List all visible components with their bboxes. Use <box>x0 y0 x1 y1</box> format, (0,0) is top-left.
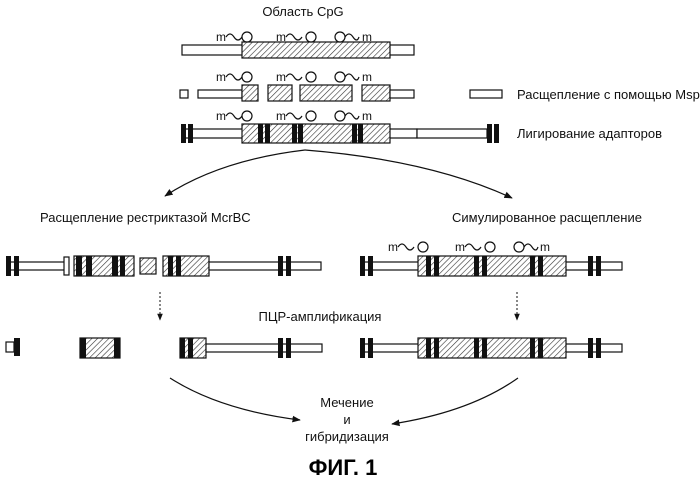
split-arrow-left <box>165 150 305 196</box>
figure-label: ФИГ. 1 <box>309 455 378 480</box>
labeling-line-3: гибридизация <box>305 429 389 444</box>
adapter-ligation-label: Лигирование адапторов <box>517 126 662 141</box>
methyl-label: m <box>276 70 286 84</box>
cpg-region-fragment <box>182 42 414 58</box>
mspi-digestion-label: Расщепление с помощью MspI <box>517 87 700 102</box>
methyl-label: m <box>276 30 286 44</box>
ligated-fragments <box>181 124 499 143</box>
methyl-label: m <box>455 240 465 254</box>
mock-digested-fragment <box>360 256 622 276</box>
pcr-amplification-label: ПЦР-амплификация <box>259 309 382 324</box>
split-arrow-right <box>305 150 512 198</box>
methyl-label: m <box>362 30 372 44</box>
labeling-line-1: Мечение <box>320 395 373 410</box>
methyl-label: m <box>216 30 226 44</box>
merge-arrow-left <box>170 378 300 420</box>
amplified-products-left <box>6 338 322 358</box>
merge-arrow-right <box>392 378 518 424</box>
mspi-fragments <box>180 85 502 101</box>
mcrbc-digestion-label: Расщепление рестриктазой McrBC <box>40 210 251 225</box>
methyl-label: m <box>362 70 372 84</box>
methyl-label: m <box>540 240 550 254</box>
methyl-label: m <box>216 109 226 123</box>
methyl-marks-mock: m m m <box>388 240 550 254</box>
methyl-label: m <box>362 109 372 123</box>
methyl-label: m <box>276 109 286 123</box>
methyl-marks-row2: m m m <box>216 70 372 84</box>
mcrbc-fragments <box>6 256 321 276</box>
labeling-line-2: и <box>343 412 350 427</box>
amplified-products-right <box>360 338 622 358</box>
cpg-region-label: Область CpG <box>262 4 343 19</box>
methyl-marks-row3: m m m <box>216 109 372 123</box>
methyl-label: m <box>216 70 226 84</box>
mock-digestion-label: Симулированное расщепление <box>452 210 642 225</box>
methyl-label: m <box>388 240 398 254</box>
